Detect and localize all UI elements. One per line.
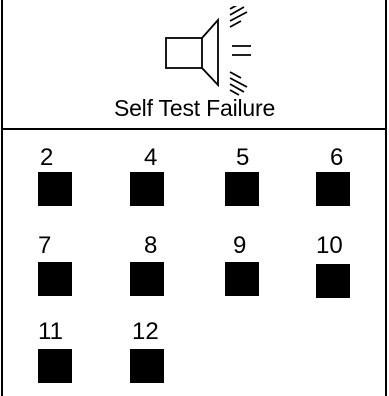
beep-code-5: 5: [225, 146, 285, 206]
beep-code-7: 7: [38, 232, 98, 296]
beep-code-label: 5: [236, 144, 250, 171]
speaker-sound-icon: [165, 6, 251, 96]
beep-indicator-box: [130, 262, 164, 296]
beep-indicator-box: [130, 172, 164, 206]
beep-code-12: 12: [130, 318, 190, 383]
header-divider: [1, 128, 387, 130]
beep-code-10: 10: [316, 232, 376, 298]
beep-indicator-box: [316, 172, 350, 206]
beep-code-label: 11: [38, 318, 63, 345]
beep-code-label: 12: [132, 318, 159, 345]
beep-code-label: 7: [38, 232, 52, 259]
beep-indicator-box: [38, 349, 72, 383]
beep-code-6: 6: [316, 146, 376, 206]
beep-code-label: 2: [40, 144, 54, 171]
beep-code-label: 6: [330, 144, 344, 171]
beep-code-9: 9: [225, 232, 285, 296]
beep-indicator-box: [130, 349, 164, 383]
beep-code-label: 10: [316, 232, 343, 259]
beep-code-label: 4: [144, 144, 158, 171]
beep-indicator-box: [316, 264, 350, 298]
self-test-failure-title: Self Test Failure: [113, 95, 276, 121]
beep-indicator-box: [38, 172, 72, 206]
frame-left-border: [1, 0, 3, 396]
beep-indicator-box: [225, 262, 259, 296]
beep-code-2: 2: [38, 146, 98, 206]
beep-code-8: 8: [130, 232, 190, 296]
beep-code-label: 8: [144, 232, 158, 259]
beep-code-4: 4: [130, 146, 190, 206]
beep-code-label: 9: [233, 232, 247, 259]
beep-indicator-box: [38, 262, 72, 296]
frame-right-border: [385, 0, 387, 396]
beep-code-11: 11: [38, 318, 98, 383]
beep-indicator-box: [225, 172, 259, 206]
